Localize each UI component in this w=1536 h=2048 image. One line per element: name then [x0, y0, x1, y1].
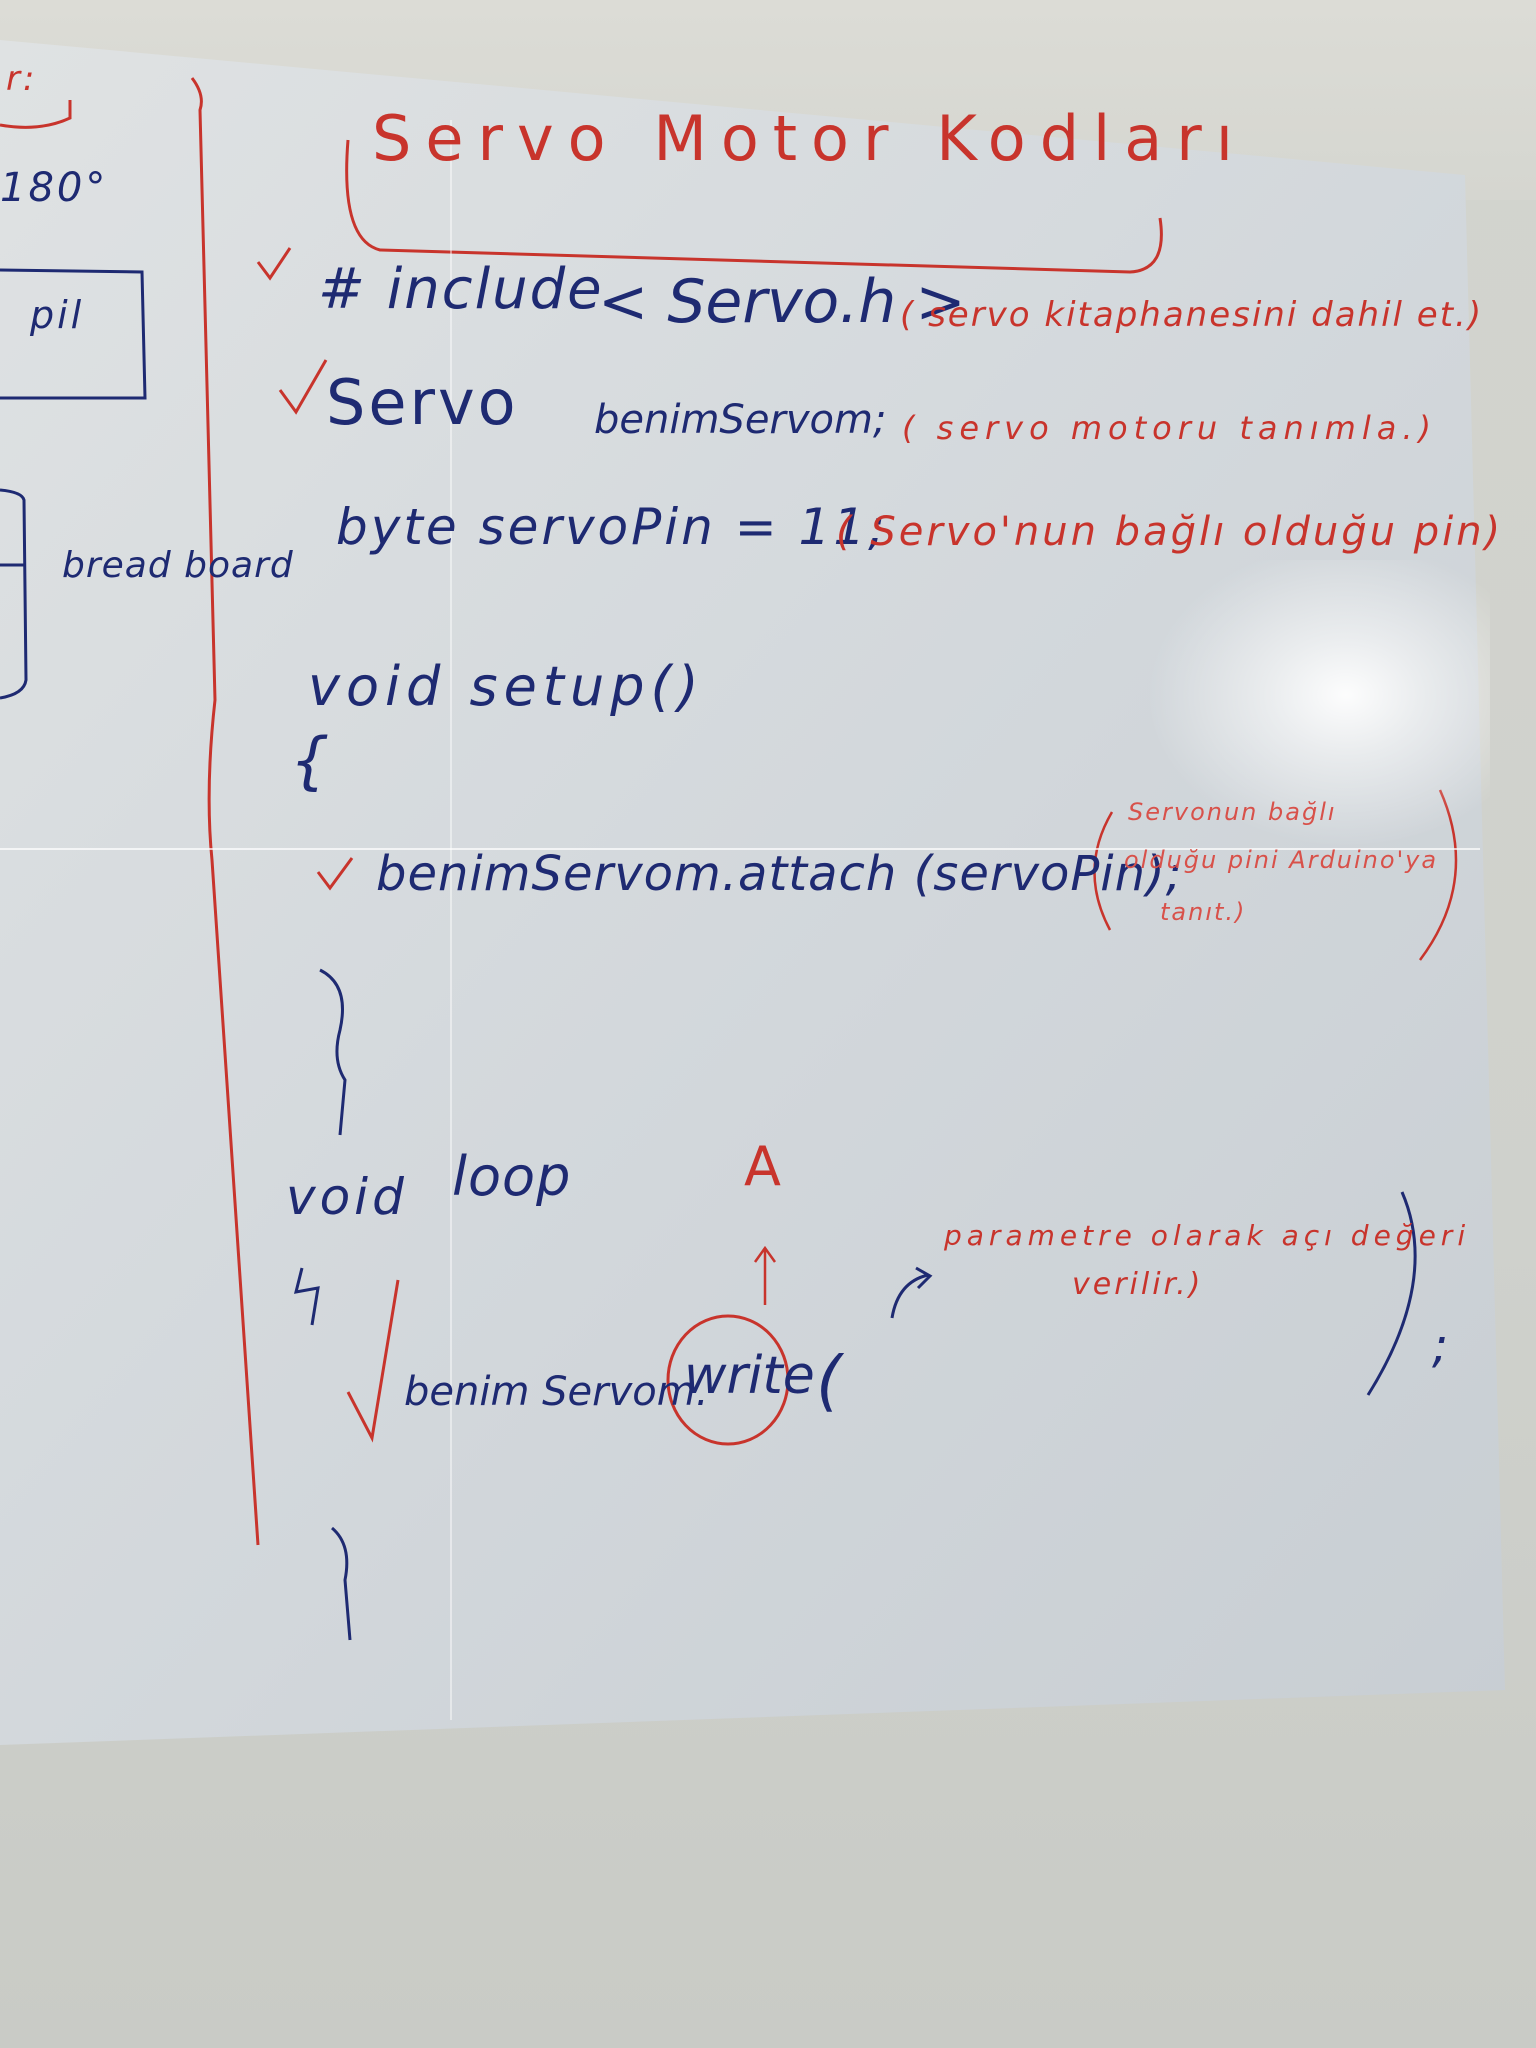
code-servo-type: Servo — [326, 366, 519, 439]
code-setup-open-brace: { — [290, 724, 333, 797]
breadboard-label: bread board — [62, 545, 294, 586]
comment-attach-2: olduğu pini Arduino'ya — [1124, 846, 1439, 874]
code-write-method: write — [684, 1346, 815, 1406]
comment-attach-1: Servonun bağlı — [1128, 798, 1337, 826]
code-include: # include — [318, 257, 604, 322]
comment-include: ( servo kitaphanesini dahil et.) — [900, 295, 1484, 335]
comment-servopin: ( Servo'nun bağlı olduğu pin) — [836, 509, 1504, 555]
code-servo-var: benimServom; — [594, 397, 887, 443]
board-seam — [0, 848, 1480, 850]
comment-write-1: parametre olarak açı değeri — [944, 1219, 1471, 1252]
comment-write-2: verilir.) — [1072, 1267, 1204, 1302]
left-fragment: r: — [6, 59, 38, 99]
board-seam-vertical — [450, 120, 452, 1720]
page-title: Servo Motor Kodları — [372, 102, 1247, 175]
code-write-object: benim Servom. — [404, 1369, 709, 1415]
code-write-paren: ( — [816, 1342, 845, 1419]
star-mark: A — [744, 1135, 784, 1198]
code-attach: benimServom.attach (servoPin); — [376, 846, 1183, 902]
code-include-header: < Servo.h > — [598, 267, 966, 337]
comment-servo: ( servo motoru tanımla.) — [902, 409, 1437, 447]
code-loop-name: loop — [452, 1145, 572, 1208]
angle-label: 180° — [0, 165, 109, 211]
code-write-semicolon: ; — [1432, 1318, 1452, 1374]
battery-label: pil — [30, 293, 85, 337]
code-servopin: byte servoPin = 11; — [336, 498, 889, 556]
comment-attach-3: tanıt.) — [1160, 898, 1247, 926]
code-setup-signature: void setup() — [308, 655, 705, 718]
code-loop-void: void — [286, 1168, 408, 1226]
